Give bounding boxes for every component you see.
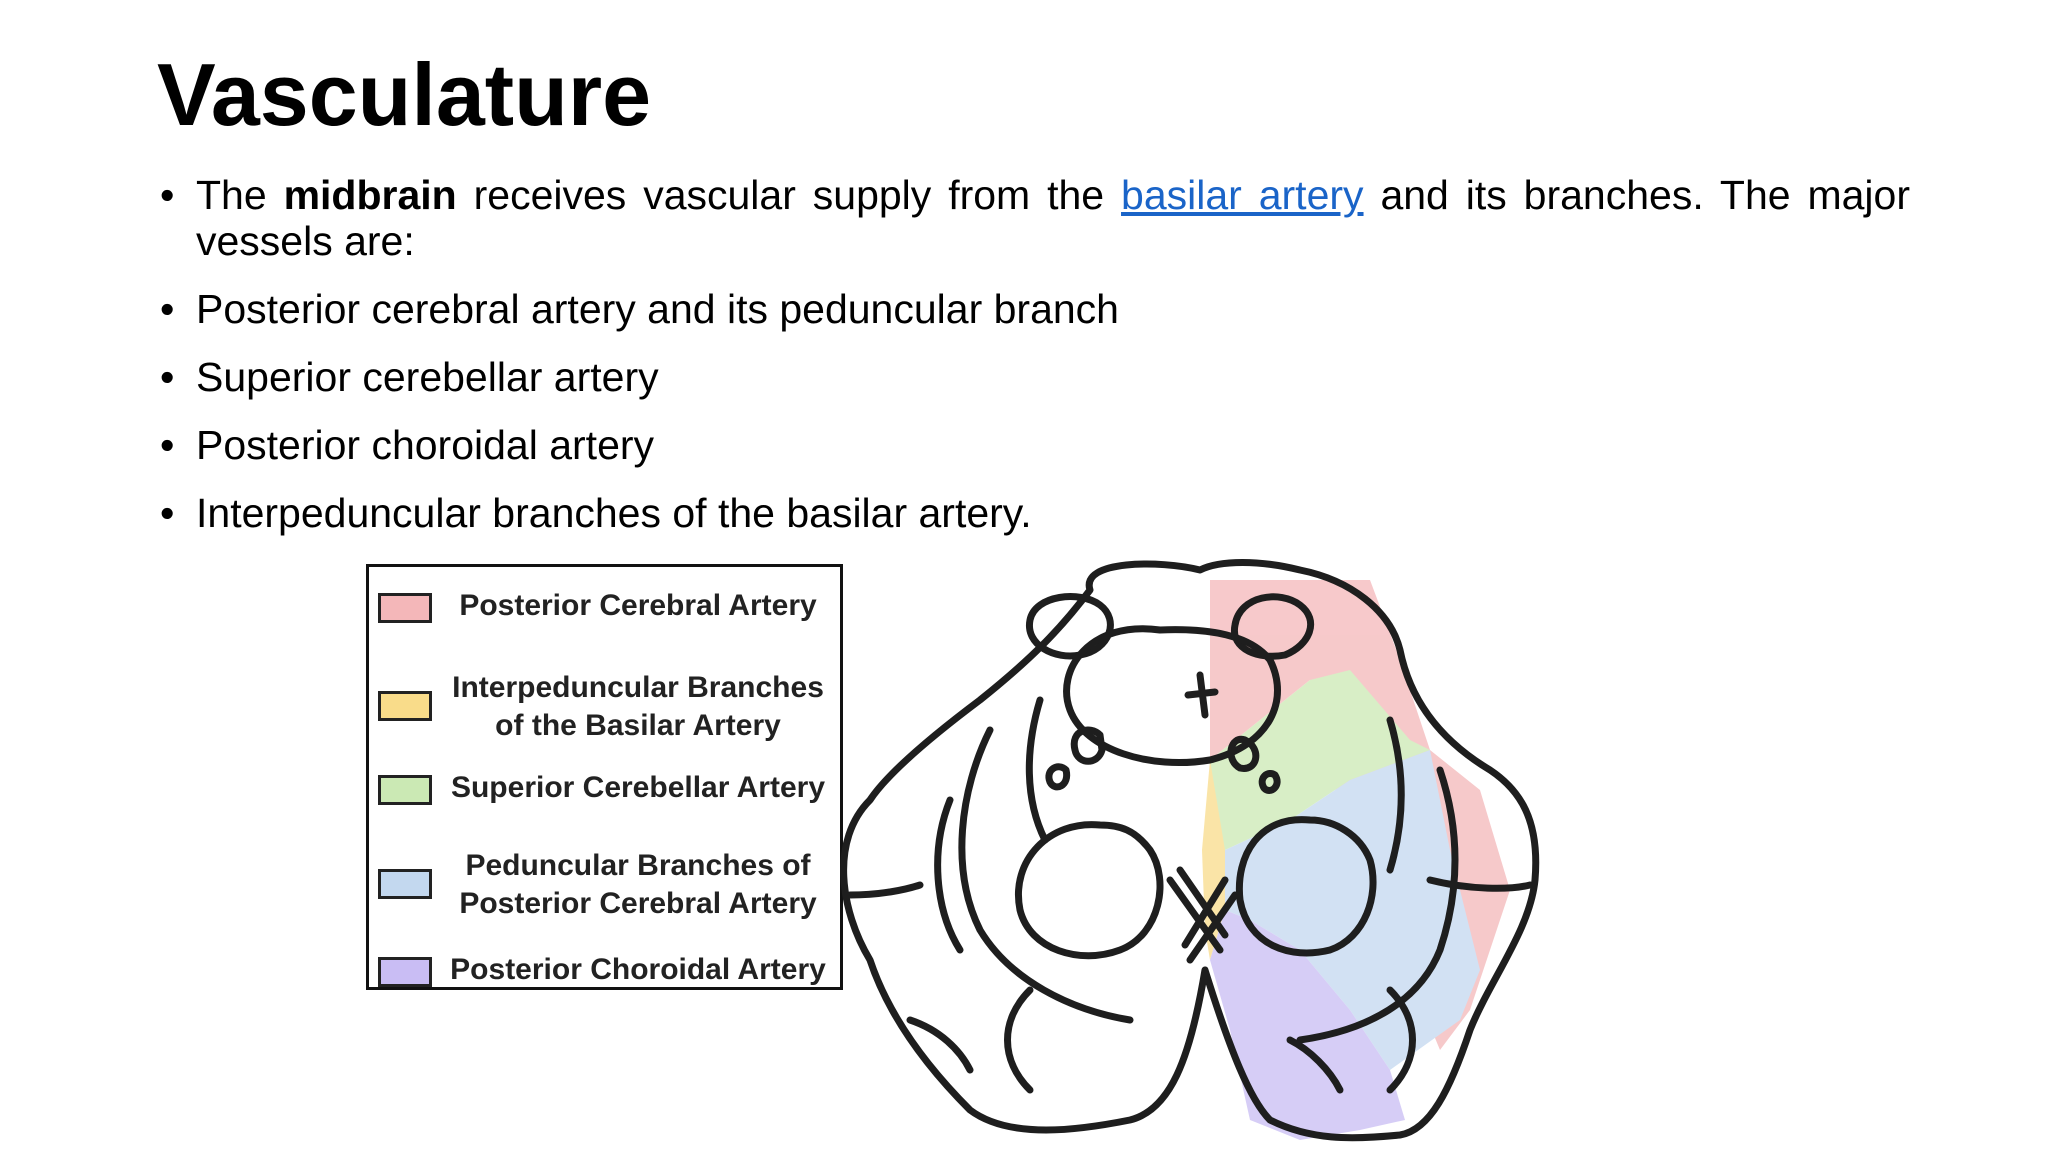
outline-right-low-curve <box>1386 986 1416 1094</box>
outline-left-low-curve <box>1004 986 1034 1094</box>
legend-label: Posterior Choroidal Artery <box>450 953 826 986</box>
territory-superior-cerebellar <box>1210 670 1430 850</box>
bullet-item-text: Interpeduncular branches of the basilar … <box>196 490 1032 536</box>
legend-label: Superior Cerebellar Artery <box>450 771 826 804</box>
outline-crossing-fibers <box>1166 866 1239 964</box>
bullet-item: • Posterior cerebral artery and its pedu… <box>152 286 1910 332</box>
bullet-list: • The midbrain receives vascular supply … <box>152 172 1910 558</box>
outline-right-peduncle-line <box>1426 876 1534 892</box>
outline-right-arc-a <box>1296 766 1459 1044</box>
bullet-item-text: Posterior choroidal artery <box>196 422 655 468</box>
outline-right-lobe-oval <box>1231 593 1315 660</box>
legend-swatch <box>378 691 432 721</box>
intro-bold-term: midbrain <box>283 172 457 218</box>
bullet-dot: • <box>160 172 175 218</box>
legend-label: Interpeduncular Branches of the Basilar … <box>452 671 824 742</box>
outline-right-hook <box>1286 1036 1344 1094</box>
bullet-dot: • <box>160 286 175 332</box>
intro-text-pre: The <box>196 172 284 218</box>
outline-right-stroke <box>1386 716 1405 874</box>
legend-swatch <box>378 869 432 899</box>
bullet-intro: • The midbrain receives vascular supply … <box>152 172 1910 264</box>
basilar-artery-link[interactable]: basilar artery <box>1121 172 1364 218</box>
bullet-item: • Posterior choroidal artery <box>152 422 1910 468</box>
intro-text-mid: receives vascular supply from the <box>456 172 1122 218</box>
bullet-dot: • <box>160 422 175 468</box>
outline-left-peduncle-line <box>846 881 924 899</box>
outline-left-lobe-oval <box>1026 593 1114 660</box>
outline-small-circle-b <box>1045 763 1071 791</box>
legend-label: Peduncular Branches of Posterior Cerebra… <box>459 849 817 920</box>
diagram-outline <box>840 559 1540 1142</box>
bullet-dot: • <box>160 490 175 536</box>
legend-label: Posterior Cerebral Artery <box>459 589 817 622</box>
outline-left-peduncle <box>1015 821 1164 960</box>
bullet-dot: • <box>160 354 175 400</box>
outline-outer <box>840 559 1540 1142</box>
bullet-item: • Interpeduncular branches of the basila… <box>152 490 1910 536</box>
midbrain-vascular-diagram <box>840 559 1540 1142</box>
outline-left-arc-a <box>958 726 1134 1024</box>
legend-swatch <box>378 593 432 623</box>
intro-text-post: and its branches. The major vessels are: <box>196 172 1910 264</box>
outline-small-circle-a <box>1070 726 1106 765</box>
territory-posterior-choroidal <box>1210 910 1405 1140</box>
outline-left-arc-b <box>934 796 964 954</box>
legend-swatch <box>378 775 432 805</box>
outline-small-circle-d <box>1258 770 1281 794</box>
slide-title: Vasculature <box>157 45 652 144</box>
outline-cross <box>1184 671 1219 719</box>
outline-right-peduncle <box>1235 816 1377 957</box>
diagram-legend: Posterior Cerebral Artery Interpeduncula… <box>366 564 843 990</box>
outline-left-hook <box>906 1016 974 1074</box>
bullet-item-text: Posterior cerebral artery and its pedunc… <box>196 286 1119 332</box>
bullet-item-text: Superior cerebellar artery <box>196 354 659 400</box>
outline-left-stroke <box>1025 696 1049 844</box>
legend-swatch <box>378 957 432 987</box>
outline-small-circle-c <box>1227 735 1260 772</box>
bullet-item: • Superior cerebellar artery <box>152 354 1910 400</box>
outline-aqueduct-ring <box>1063 625 1281 766</box>
